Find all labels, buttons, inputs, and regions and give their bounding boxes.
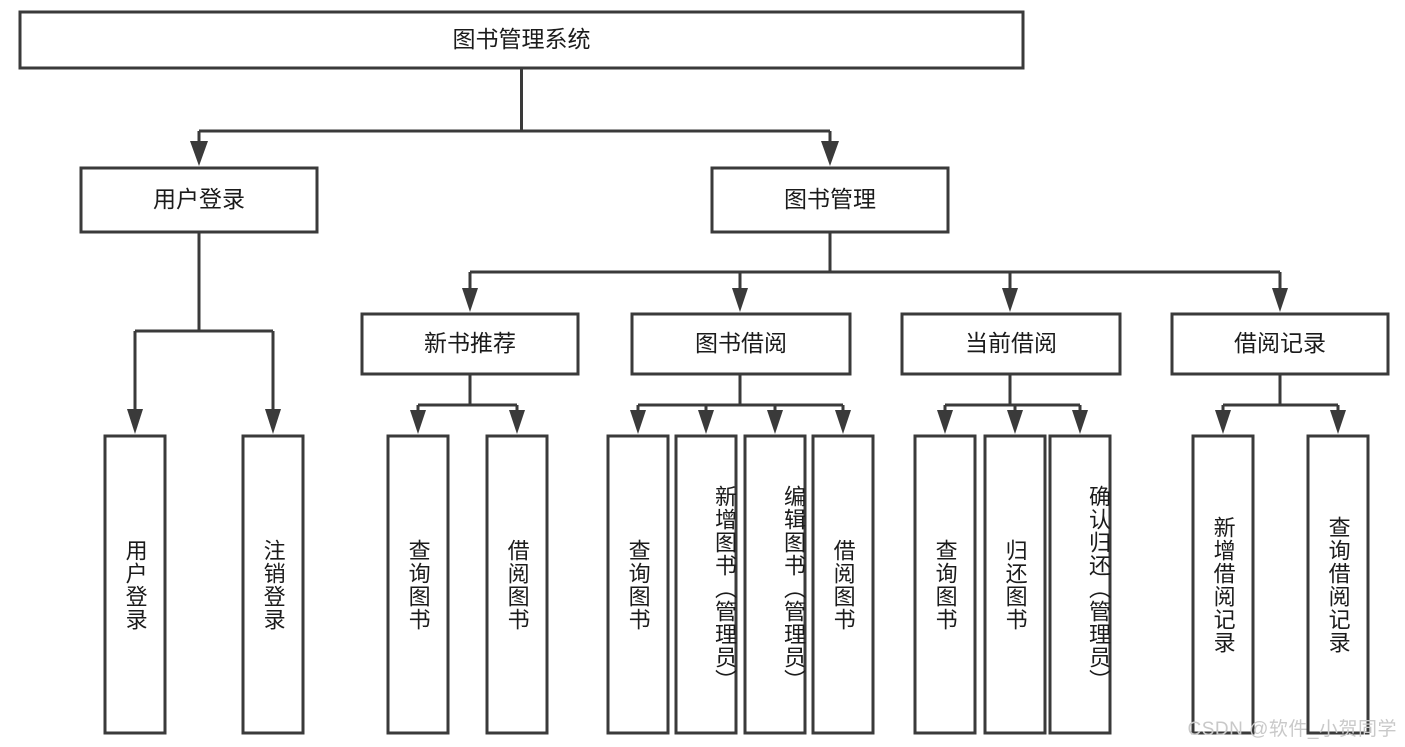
- arrow-bb-leaf-2: [698, 410, 714, 434]
- node-new-book-recommend-box[interactable]: [360, 312, 580, 376]
- arrow-user-login-leaf-2: [265, 409, 281, 434]
- arrow-root-to-user-login: [190, 141, 208, 166]
- leaf-box-add-book[interactable]: [674, 434, 738, 735]
- csdn-watermark: CSDN @软件_小贺同学: [1187, 719, 1397, 740]
- arrow-cb-leaf-2: [1007, 410, 1023, 434]
- leaf-box-return-book[interactable]: [983, 434, 1047, 735]
- connector-group-borrow-record: [1215, 374, 1346, 434]
- node-book-borrow-label: 图书借阅: [695, 330, 787, 356]
- node-new-book-recommend[interactable]: 新书推荐: [360, 312, 580, 376]
- arrow-bm-to-book-borrow: [732, 288, 748, 312]
- arrow-cb-leaf-1: [937, 410, 953, 434]
- arrow-cb-leaf-3: [1072, 410, 1088, 434]
- node-root-label: 图书管理系统: [453, 26, 591, 52]
- arrow-user-login-leaf-1: [127, 409, 143, 434]
- arrow-root-to-book-management: [821, 141, 839, 166]
- leaf-box-borrow-book[interactable]: [811, 434, 875, 735]
- node-borrow-record-label: 借阅记录: [1234, 330, 1326, 356]
- leaf-box-borrow-book-rec[interactable]: [485, 434, 549, 735]
- node-book-management-box[interactable]: [710, 166, 950, 234]
- node-user-login[interactable]: 用户登录: [79, 166, 319, 234]
- node-book-management-label: 图书管理: [784, 186, 876, 212]
- node-borrow-record-box[interactable]: [1170, 312, 1390, 376]
- arrow-bb-leaf-3: [767, 410, 783, 434]
- arrow-nbr-leaf-1: [410, 410, 426, 434]
- leaf-box-query-book-borrow[interactable]: [606, 434, 670, 735]
- leaf-box-query-record[interactable]: [1306, 434, 1370, 735]
- connector-group-new-book-recommend: [410, 374, 525, 434]
- arrow-bm-to-new-book-recommend: [462, 288, 478, 312]
- node-root[interactable]: 图书管理系统: [18, 10, 1025, 70]
- node-book-management[interactable]: 图书管理: [710, 166, 950, 234]
- connector-group-current-borrow: [937, 374, 1088, 434]
- leaf-box-logout[interactable]: [241, 434, 305, 735]
- connector-group-book-borrow: [630, 374, 851, 434]
- node-root-box[interactable]: [18, 10, 1025, 70]
- leaf-box-add-record[interactable]: [1191, 434, 1255, 735]
- connector-group-book-management: [462, 232, 1288, 312]
- leaf-box-edit-book[interactable]: [743, 434, 807, 735]
- node-current-borrow[interactable]: 当前借阅: [900, 312, 1122, 376]
- node-borrow-record[interactable]: 借阅记录: [1170, 312, 1390, 376]
- node-current-borrow-box[interactable]: [900, 312, 1122, 376]
- node-new-book-recommend-label: 新书推荐: [424, 330, 516, 356]
- node-user-login-label: 用户登录: [153, 186, 245, 212]
- arrow-nbr-leaf-2: [509, 410, 525, 434]
- leaf-box-query-book-current[interactable]: [913, 434, 977, 735]
- arrow-br-leaf-2: [1330, 410, 1346, 434]
- arrow-br-leaf-1: [1215, 410, 1231, 434]
- connector-group-user-login: [127, 232, 281, 434]
- node-current-borrow-label: 当前借阅: [965, 330, 1057, 356]
- arrow-bb-leaf-4: [835, 410, 851, 434]
- leaf-boxes: [103, 434, 1370, 735]
- arrow-bm-to-borrow-record: [1272, 288, 1288, 312]
- node-user-login-box[interactable]: [79, 166, 319, 234]
- connector-group-root: [190, 68, 839, 166]
- leaf-box-query-book-rec[interactable]: [386, 434, 450, 735]
- leaf-box-confirm-return[interactable]: [1048, 434, 1112, 735]
- node-book-borrow-box[interactable]: [630, 312, 852, 376]
- arrow-bb-leaf-1: [630, 410, 646, 434]
- node-book-borrow[interactable]: 图书借阅: [630, 312, 852, 376]
- leaf-box-user-login[interactable]: [103, 434, 167, 735]
- arrow-bm-to-current-borrow: [1002, 288, 1018, 312]
